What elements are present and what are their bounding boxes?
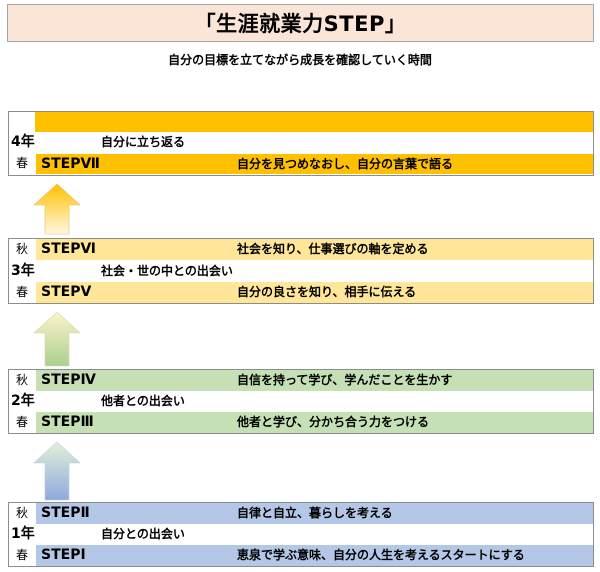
year1-label: 1年: [11, 526, 35, 542]
year3-label: 3年: [11, 263, 35, 279]
year1-row: 1年 自分との出会い: [9, 524, 593, 545]
arrow-up-icon: [33, 441, 81, 501]
step6-row: 秋 STEPⅥ 社会を知り、仕事選びの軸を定める: [9, 239, 593, 260]
step5-desc: 自分の良さを知り、相手に伝える: [237, 285, 417, 299]
step7-label: STEPⅦ: [41, 156, 100, 172]
year4-block: 4年 自分に立ち返る 春 STEPⅦ 自分を見つめなおし、自分の言葉で語る: [8, 111, 594, 176]
step7-band: [36, 154, 593, 174]
year2-row: 2年 他者との出会い: [9, 391, 593, 412]
step1-row: 春 STEPⅠ 恵泉で学ぶ意味、自分の人生を考えるスタートにする: [9, 545, 593, 566]
step6-label: STEPⅥ: [41, 241, 96, 257]
step7-row: 春 STEPⅦ 自分を見つめなおし、自分の言葉で語る: [9, 153, 593, 175]
season-autumn-label: 秋: [9, 239, 35, 259]
step5-band: [36, 282, 593, 303]
year3-block: 秋 STEPⅥ 社会を知り、仕事選びの軸を定める 3年 社会・世の中との出会い …: [8, 238, 594, 304]
step6-desc: 社会を知り、仕事選びの軸を定める: [237, 242, 429, 256]
step3-desc: 他者と学び、分かち合う力をつける: [237, 415, 430, 429]
step7-desc: 自分を見つめなおし、自分の言葉で語る: [237, 157, 454, 171]
step1-label: STEPⅠ: [41, 547, 86, 563]
page-title: 「生涯就業力STEP」: [7, 4, 594, 42]
season-spring-label: 春: [9, 153, 35, 173]
step3-row: 春 STEPⅢ 他者と学び、分かち合う力をつける: [9, 412, 593, 433]
arrow-up-icon: [33, 311, 81, 367]
season-spring-label: 春: [9, 282, 35, 302]
year4-top-band: [35, 112, 593, 132]
step2-desc: 自律と自立、暮らしを考える: [237, 506, 393, 520]
year4-row: 4年 自分に立ち返る: [9, 132, 593, 153]
year4-label: 4年: [11, 134, 35, 150]
step4-label: STEPⅣ: [41, 372, 96, 388]
step2-label: STEPⅡ: [41, 505, 90, 521]
year3-row: 3年 社会・世の中との出会い: [9, 260, 593, 282]
page-subtitle: 自分の目標を立てながら成長を確認していく時間: [168, 53, 432, 67]
step2-row: 秋 STEPⅡ 自律と自立、暮らしを考える: [9, 503, 593, 524]
step2-band: [36, 503, 593, 524]
season-spring-label: 春: [9, 412, 35, 432]
step4-band: [36, 370, 593, 391]
year1-block: 秋 STEPⅡ 自律と自立、暮らしを考える 1年 自分との出会い 春 STEPⅠ…: [8, 502, 594, 567]
year1-theme: 自分との出会い: [101, 527, 185, 541]
step5-row: 春 STEPⅤ 自分の良さを知り、相手に伝える: [9, 282, 593, 303]
year3-theme: 社会・世の中との出会い: [101, 264, 233, 278]
step4-row: 秋 STEPⅣ 自信を持って学び、学んだことを生かす: [9, 370, 593, 391]
year2-theme: 他者との出会い: [101, 394, 185, 408]
year4-theme: 自分に立ち返る: [101, 135, 186, 149]
season-autumn-label: 秋: [9, 370, 35, 390]
season-autumn-label: 秋: [9, 503, 35, 523]
year2-block: 秋 STEPⅣ 自信を持って学び、学んだことを生かす 2年 他者との出会い 春 …: [8, 369, 594, 434]
step1-desc: 恵泉で学ぶ意味、自分の人生を考えるスタートにする: [237, 548, 525, 562]
step5-label: STEPⅤ: [41, 284, 92, 300]
step4-desc: 自信を持って学び、学んだことを生かす: [237, 373, 453, 387]
step3-label: STEPⅢ: [41, 414, 94, 430]
step6-band: [36, 239, 593, 260]
step3-band: [36, 412, 593, 433]
arrow-up-icon: [33, 183, 81, 235]
step1-band: [36, 545, 593, 566]
year2-label: 2年: [11, 393, 35, 409]
season-spring-label: 春: [9, 545, 35, 565]
